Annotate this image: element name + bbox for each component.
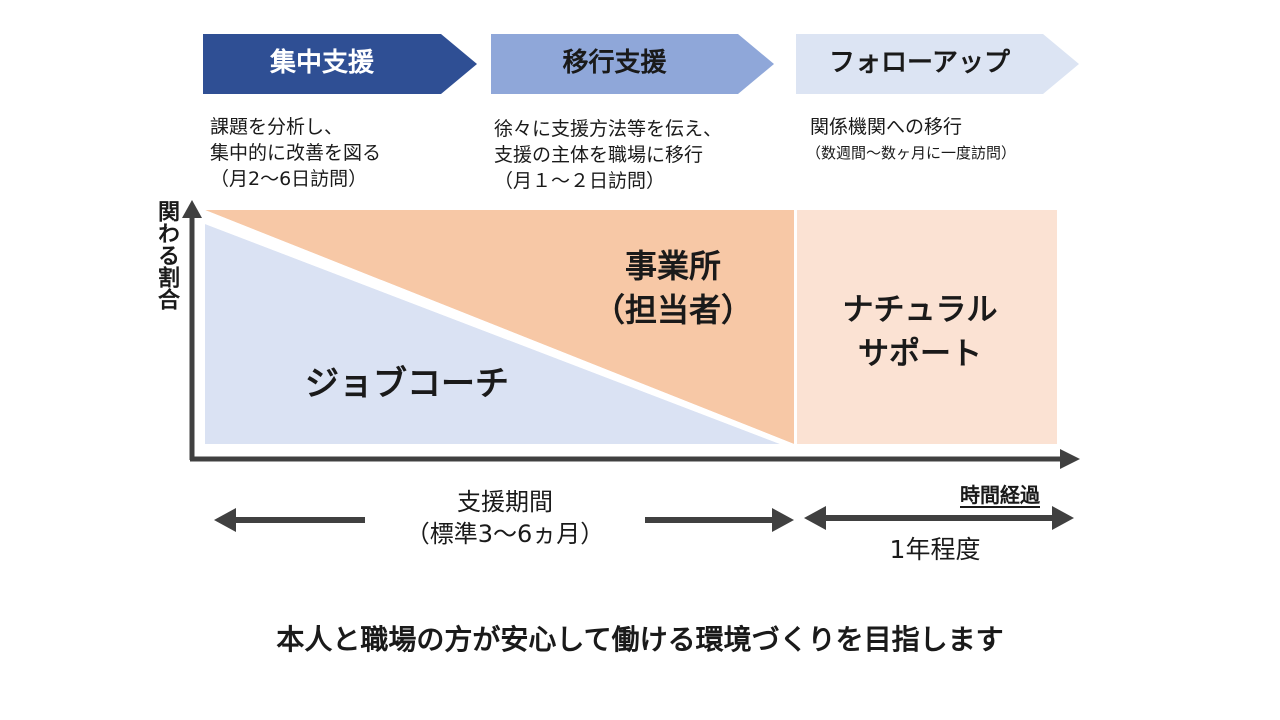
y-axis-arrowhead xyxy=(182,200,202,218)
support-period-arrowhead-left xyxy=(214,508,236,532)
followup-description: 関係機関への移行 xyxy=(810,116,963,138)
phase-label-intensive: 集中支援 xyxy=(269,48,374,78)
transition-description: 徐々に支援方法等を伝え、 支援の主体を職場に移行 （月１〜２日訪問） xyxy=(494,118,723,192)
phase-arrow-intensive xyxy=(203,34,477,94)
followup-period-arrowhead-left xyxy=(804,506,826,530)
job-coach-label: ジョブコーチ xyxy=(305,364,509,404)
phase-arrow-transition xyxy=(491,34,774,94)
phase-label-followup: フォローアップ xyxy=(829,48,1010,78)
phase-label-transition: 移行支援 xyxy=(562,48,667,78)
intensive-description: 課題を分析し、 集中的に改善を図る （月2〜6日訪問） xyxy=(210,116,382,190)
natural-support-area xyxy=(797,210,1057,444)
natural-support-label: ナチュラル サポート xyxy=(842,292,998,372)
followup-period-arrowhead-right xyxy=(1052,506,1074,530)
workplace-label: 事業所 （担当者） xyxy=(592,247,753,329)
support-period-label: 支援期間 （標準3〜6ヵ月） xyxy=(405,488,605,548)
followup-visit-frequency: （数週間〜数ヶ月に一度訪問） xyxy=(806,144,1017,162)
x-axis-label: 時間経過 xyxy=(960,483,1040,508)
divider-band xyxy=(205,210,794,444)
footer-message: 本人と職場の方が安心して働ける環境づくりを目指します xyxy=(276,623,1004,656)
phase-arrow-followup xyxy=(796,34,1079,94)
support-period-arrowhead-right xyxy=(772,508,794,532)
x-axis-arrowhead xyxy=(1060,449,1080,469)
y-axis-label: 関わる割合 xyxy=(154,200,179,310)
followup-period-label: 1年程度 xyxy=(889,535,981,564)
